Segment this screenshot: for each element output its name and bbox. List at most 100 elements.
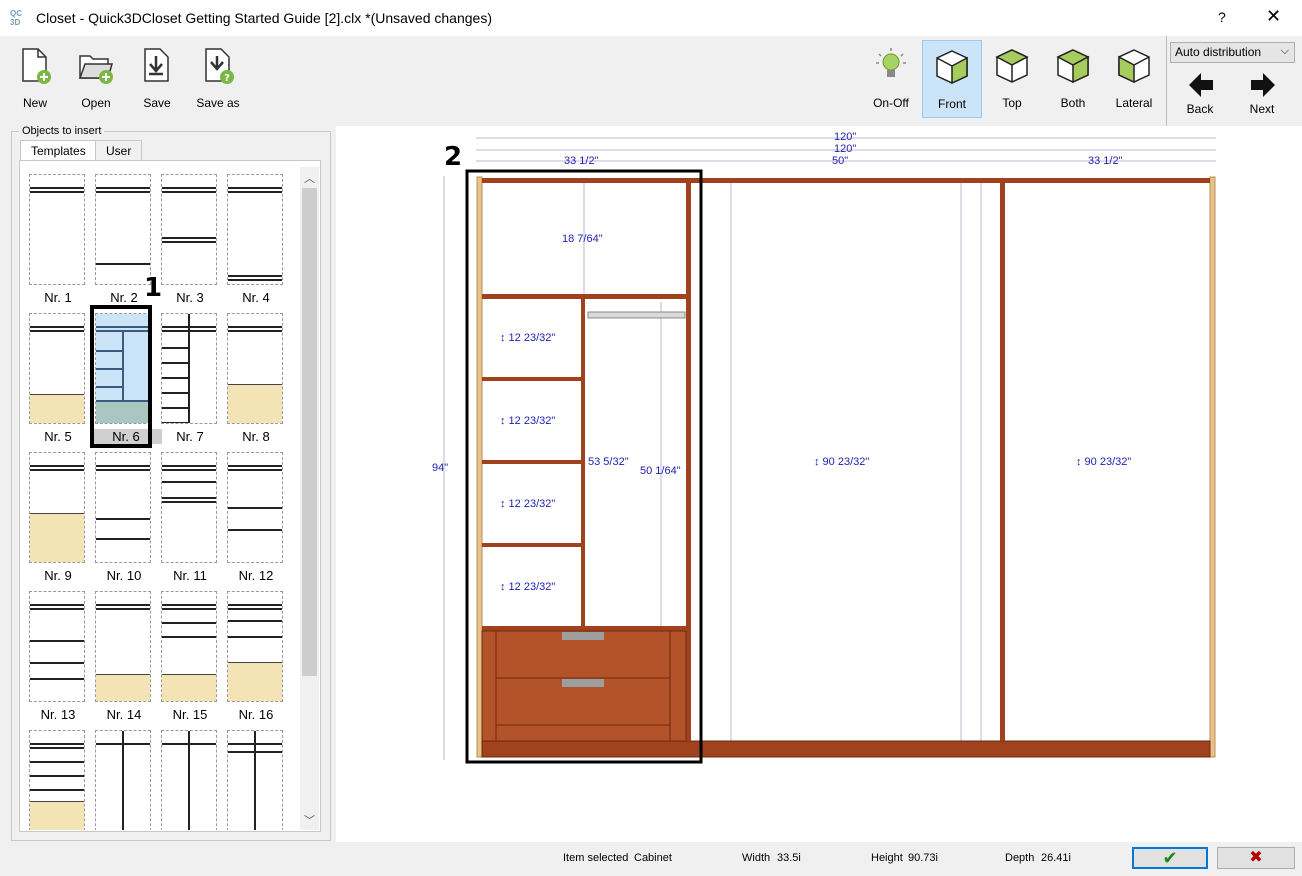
save-button[interactable]: Save [127,40,187,118]
design-canvas[interactable]: 2 120" 120" 33 1/2" 50" 33 1/2" 94" 18 7… [336,126,1302,842]
selection-box [465,169,703,764]
cubby-shelf-1[interactable] [482,377,581,381]
hanging-rod[interactable] [587,311,686,319]
thumb-shelf [228,751,282,753]
template-item[interactable]: Nr. 4 [220,166,283,305]
template-thumbnail [227,591,283,702]
template-item[interactable] [220,722,283,830]
template-item[interactable] [88,722,151,830]
cubby-shelf-3[interactable] [482,543,581,547]
right-side-panel[interactable] [1209,176,1216,758]
template-item[interactable]: Nr. 3 [154,166,217,305]
dim-middle-height: ↕ 90 23/32" [814,456,870,468]
scroll-down-icon[interactable]: ﹀ [304,815,315,827]
template-thumbnail [95,452,151,563]
next-label: Next [1249,102,1275,116]
template-item[interactable]: Nr. 6 [90,305,162,448]
distribution-dropdown[interactable]: Auto distribution ⌵ [1170,42,1295,63]
template-thumbnail [29,730,85,830]
template-item[interactable]: Nr. 5 [22,305,85,444]
lateral-view-button[interactable]: Lateral [1104,40,1164,118]
dim-top-shelf: 18 7/64" [562,233,603,245]
new-file-icon [22,48,51,84]
thumb-shelf [162,481,216,483]
item-selected-value: Cabinet [634,852,672,864]
template-item[interactable]: Nr. 8 [220,305,283,444]
open-button[interactable]: Open [66,40,126,118]
template-item[interactable] [22,722,85,830]
thumb-shelf [30,775,84,777]
template-item[interactable] [154,722,217,830]
callout-1: 1 [144,273,163,303]
both-view-button[interactable]: Both [1043,40,1103,118]
top-panel[interactable] [482,178,1210,183]
thumb-shelf [30,608,84,610]
back-button[interactable]: Back [1170,66,1230,122]
main-toolbar: New Open Save ? [0,36,1302,126]
ok-button[interactable]: ✔ [1132,847,1208,869]
width-label: Width [742,852,771,864]
item-selected-label: Item selected [563,852,629,864]
thumb-shelf [228,469,282,471]
scroll-up-icon[interactable]: ︿ [304,173,315,185]
drawer-1-handle[interactable] [562,632,604,640]
drawer-top-shelf[interactable] [482,626,686,631]
save-as-button[interactable]: ? Save as [188,40,248,118]
template-item[interactable]: Nr. 16 [220,583,283,722]
dim-total-height: 94" [432,462,449,474]
next-button[interactable]: Next [1232,66,1292,122]
bottom-plinth[interactable] [481,740,1211,758]
close-window-button[interactable]: ✕ [1266,6,1282,26]
tab-templates[interactable]: Templates [20,140,97,162]
height-value: 90.73i [908,852,938,864]
template-item[interactable]: Nr. 9 [22,444,85,583]
template-item[interactable]: Nr. 14 [88,583,151,722]
template-item[interactable]: Nr. 10 [88,444,151,583]
open-label: Open [81,96,111,110]
template-thumbnail [227,452,283,563]
dim-left-width: 33 1/2" [564,155,599,167]
thumb-shelf [162,497,216,499]
cube-front-icon [936,50,968,85]
thumb-shelf [228,604,282,606]
dim-cubby-3: ↕ 12 23/32" [500,498,556,510]
on-off-label: On-Off [873,96,909,110]
divider-left[interactable] [686,183,691,741]
divider-right[interactable] [1000,183,1005,741]
template-item[interactable]: Nr. 13 [22,583,85,722]
scroll-thumb[interactable] [302,188,317,676]
thumb-shelf [30,678,84,680]
thumb-shelf [96,263,150,265]
dimension-lines [443,137,1216,760]
thumb-shelf [162,241,216,243]
toolbar-separator [1166,36,1167,126]
thumb-shelf [162,465,216,467]
top-shelf[interactable] [482,294,686,299]
template-item[interactable]: Nr. 7 [154,305,217,444]
top-view-button[interactable]: Top [982,40,1042,118]
thumb-shelf [228,620,282,622]
thumb-shelf [30,743,84,745]
new-button[interactable]: New [5,40,65,118]
cancel-button[interactable]: ✖ [1217,847,1295,869]
tab-user[interactable]: User [95,140,143,161]
thumb-shelf [30,469,84,471]
template-item[interactable]: Nr. 2 [88,166,151,305]
drawer-2-handle[interactable] [562,679,604,687]
thumb-shelf [30,789,84,791]
left-side-panel[interactable] [476,176,483,758]
dim-cubby-2: ↕ 12 23/32" [500,415,556,427]
thumb-shelf [228,529,282,531]
template-item[interactable]: Nr. 11 [154,444,217,583]
template-thumbnail [29,452,85,563]
template-label: Nr. 8 [242,429,270,444]
template-item[interactable]: Nr. 15 [154,583,217,722]
template-label: Nr. 3 [176,290,204,305]
template-item[interactable]: Nr. 1 [22,166,85,305]
cubby-divider[interactable] [581,299,585,626]
on-off-button[interactable]: On-Off [861,40,921,118]
template-item[interactable]: Nr. 12 [220,444,283,583]
cubby-shelf-2[interactable] [482,460,581,464]
help-button[interactable]: ? [1218,9,1226,25]
front-view-button[interactable]: Front [922,40,982,118]
